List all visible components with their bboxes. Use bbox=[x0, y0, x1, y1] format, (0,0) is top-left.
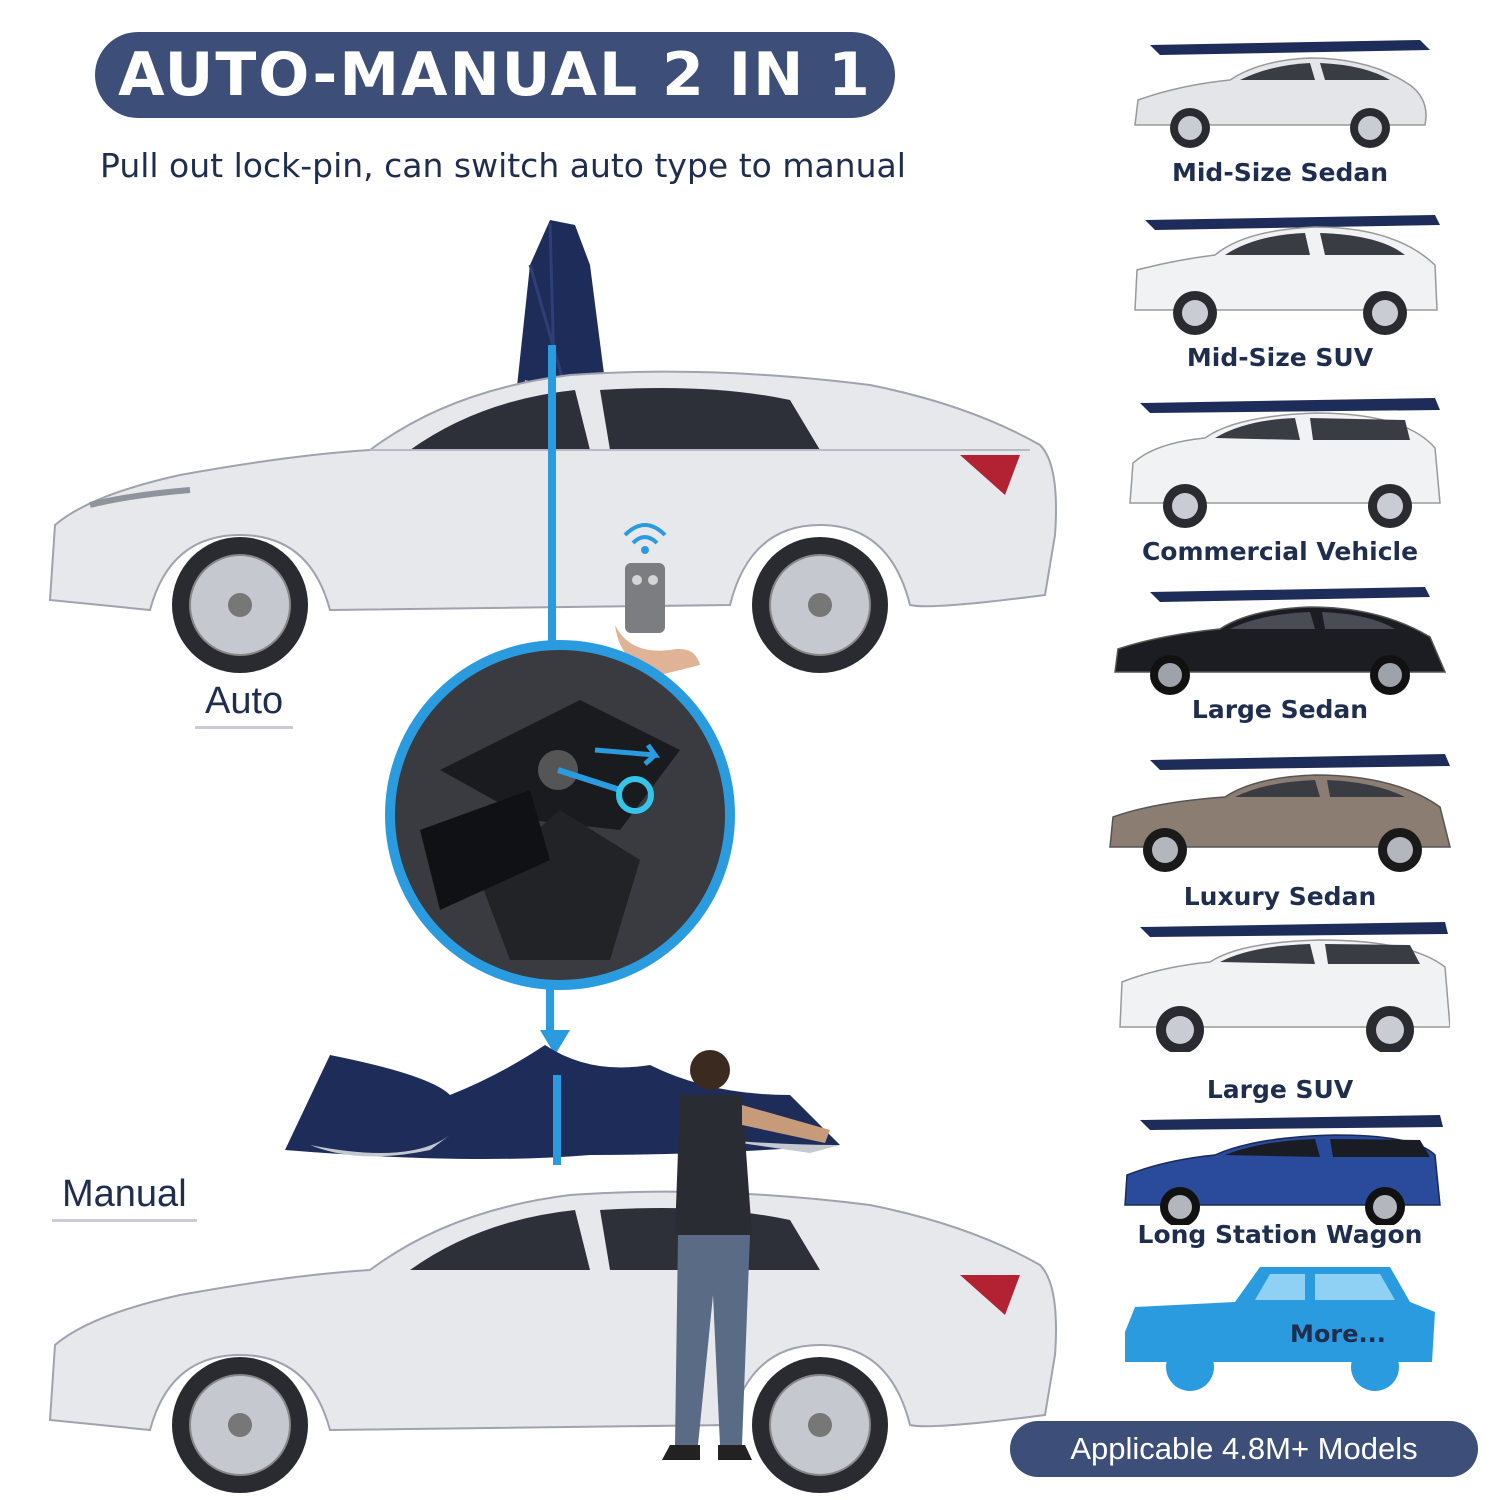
auto-mode-label: Auto bbox=[195, 680, 294, 729]
title-banner: AUTO-MANUAL 2 IN 1 bbox=[95, 32, 895, 118]
models-badge: Applicable 4.8M+ Models bbox=[1010, 1421, 1478, 1477]
manual-underline bbox=[52, 1219, 197, 1222]
list-item: Mid-Size Sedan bbox=[1100, 30, 1460, 187]
models-badge-text: Applicable 4.8M+ Models bbox=[1070, 1431, 1418, 1466]
suv-white-icon bbox=[1134, 215, 1440, 335]
lock-pin-detail-zoom bbox=[380, 630, 740, 1060]
vehicle-label: Large Sedan bbox=[1191, 695, 1369, 724]
manual-label-text: Manual bbox=[62, 1173, 187, 1215]
auto-car-illustration bbox=[30, 205, 1080, 675]
vehicle-label: Luxury Sedan bbox=[1183, 882, 1377, 911]
sedan-bronze-icon bbox=[1109, 754, 1451, 872]
list-item: Large Sedan bbox=[1100, 577, 1460, 724]
more-label: More... bbox=[1290, 1320, 1386, 1348]
list-item: Luxury Sedan bbox=[1100, 742, 1460, 911]
list-item: Long Station Wagon bbox=[1100, 1105, 1460, 1249]
vehicle-label: Commercial Vehicle bbox=[1141, 537, 1419, 566]
list-item: Large SUV bbox=[1100, 912, 1460, 1104]
manual-car-illustration bbox=[30, 1035, 1080, 1495]
vehicle-label: Large SUV bbox=[1206, 1075, 1354, 1104]
auto-label-text: Auto bbox=[205, 680, 284, 722]
sedan-black-icon bbox=[1114, 587, 1447, 695]
list-item: Mid-Size SUV bbox=[1100, 205, 1460, 372]
vehicle-label: Mid-Size Sedan bbox=[1171, 158, 1389, 187]
manual-mode-label: Manual bbox=[52, 1173, 197, 1222]
wagon-blue-icon bbox=[1124, 1115, 1443, 1225]
page-subtitle: Pull out lock-pin, can switch auto type … bbox=[100, 146, 906, 185]
auto-underline bbox=[195, 726, 294, 729]
offroad-silhouette-icon bbox=[1120, 1262, 1440, 1392]
vehicle-label: Long Station Wagon bbox=[1137, 1220, 1423, 1249]
list-item: Commercial Vehicle bbox=[1100, 388, 1460, 566]
minivan-white-icon bbox=[1129, 398, 1441, 528]
sedan-silver-icon bbox=[1134, 40, 1430, 148]
suv-silver-icon bbox=[1119, 922, 1450, 1052]
vehicle-label: Mid-Size SUV bbox=[1186, 343, 1374, 372]
page-title: AUTO-MANUAL 2 IN 1 bbox=[118, 40, 872, 110]
